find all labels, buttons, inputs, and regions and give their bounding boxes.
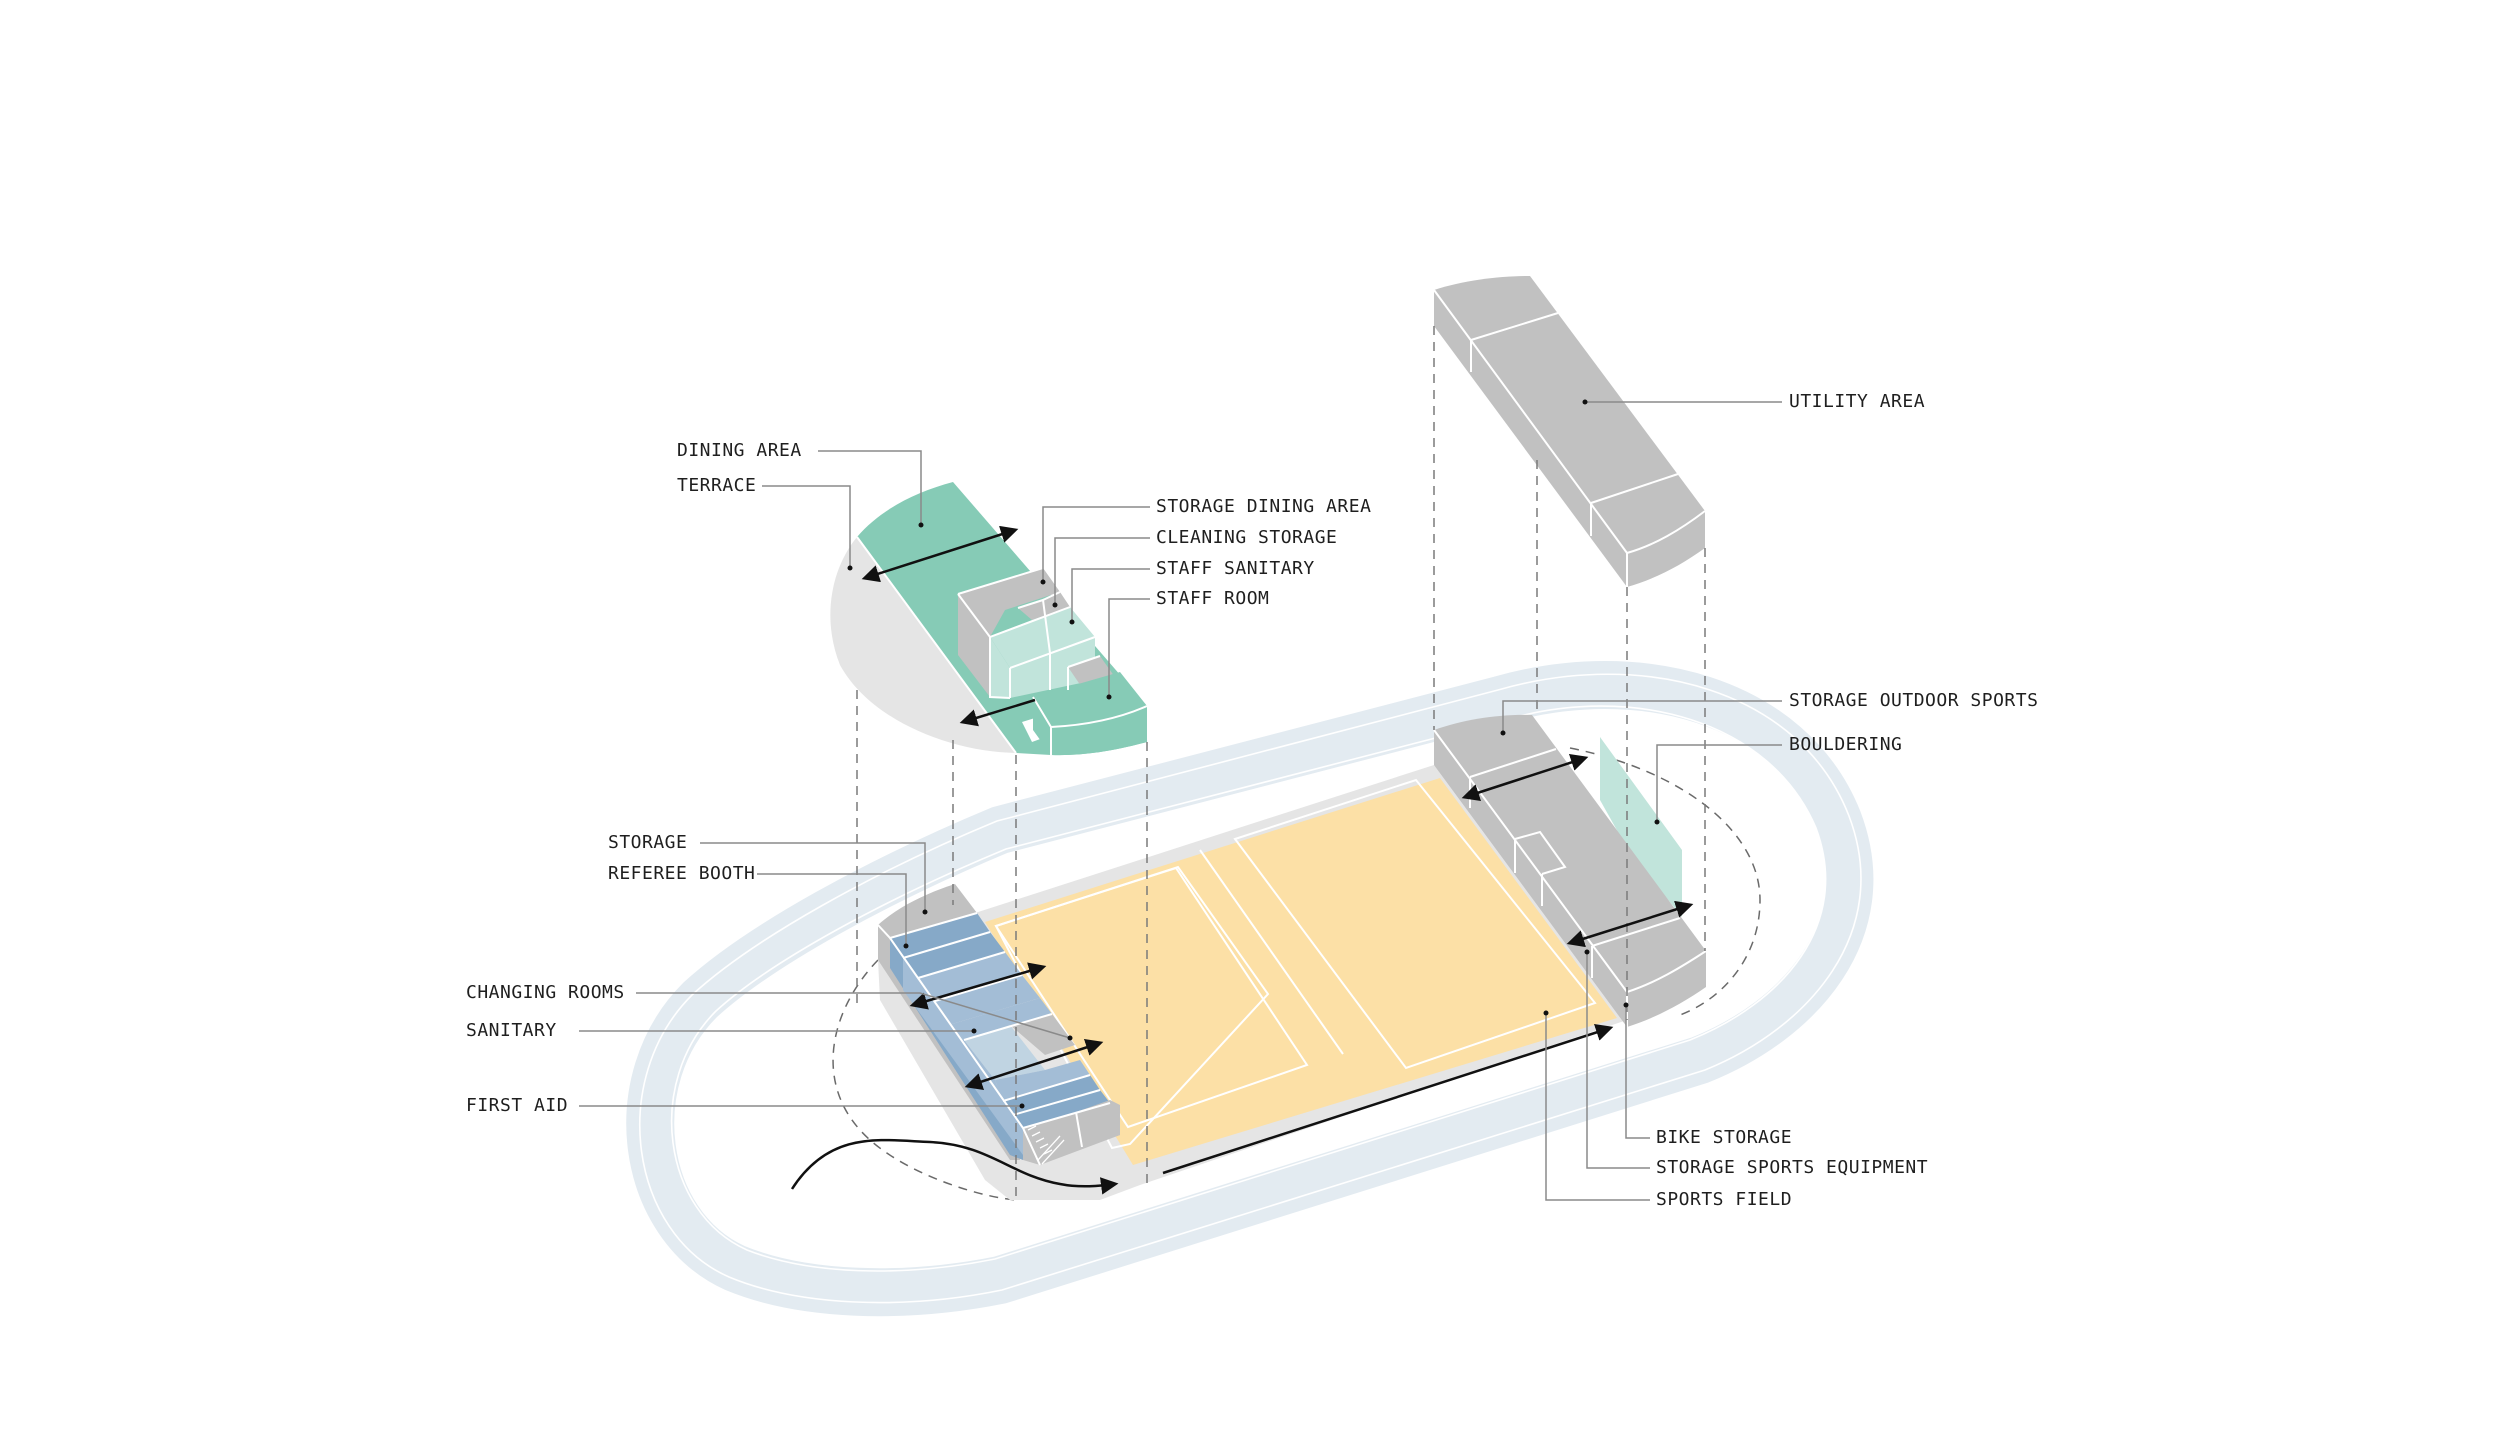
label-bouldering: BOULDERING <box>1789 734 1903 755</box>
label-storage-outdoor-sports: STORAGE OUTDOOR SPORTS <box>1789 690 2039 711</box>
label-bike-storage: BIKE STORAGE <box>1656 1127 1793 1148</box>
label-changing-rooms: CHANGING ROOMS <box>466 982 625 1003</box>
utility-area-block <box>1433 276 1706 587</box>
label-referee-booth: REFEREE BOOTH <box>608 863 756 884</box>
label-sports-field: SPORTS FIELD <box>1656 1189 1793 1210</box>
label-cleaning-storage: CLEANING STORAGE <box>1156 527 1338 548</box>
label-terrace: TERRACE <box>677 475 757 496</box>
label-storage: STORAGE <box>608 832 688 853</box>
terrace-surface <box>830 537 1016 753</box>
bouldering-wall <box>1600 737 1682 917</box>
dashed-outline-right <box>1569 747 1761 1016</box>
circulation-arrows <box>790 525 1694 1195</box>
projection-lines <box>856 326 1706 1200</box>
label-sanitary: SANITARY <box>466 1020 557 1041</box>
label-dining-area: DINING AREA <box>677 440 802 461</box>
label-staff-sanitary: STAFF SANITARY <box>1156 558 1315 579</box>
dashed-outline-left <box>832 959 1021 1201</box>
label-first-aid: FIRST AID <box>466 1095 569 1116</box>
label-utility-area: UTILITY AREA <box>1789 391 1926 412</box>
label-storage-sports-equipment: STORAGE SPORTS EQUIPMENT <box>1656 1157 1929 1178</box>
label-storage-dining-area: STORAGE DINING AREA <box>1156 496 1372 517</box>
running-track <box>626 661 1874 1317</box>
label-staff-room: STAFF ROOM <box>1156 588 1270 609</box>
leader-dots <box>847 399 1660 1109</box>
leader-lines <box>579 401 1782 1201</box>
